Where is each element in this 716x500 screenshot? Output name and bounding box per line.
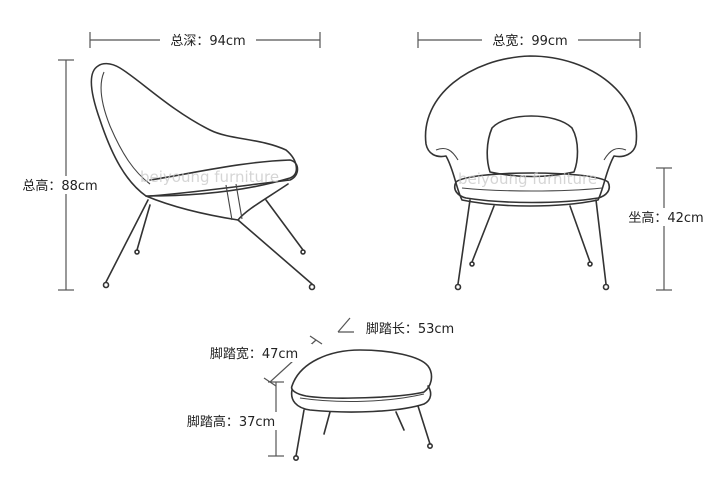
footrest-length-dimension: 脚踏长：53cm [337,317,466,337]
chair-front-view [424,55,638,291]
total-height-dimension: 总高：88cm [8,59,112,291]
watermark-left: beiyoung furniture [140,168,279,186]
total-depth-dimension: 总深：94cm [89,31,321,49]
chair-side-view [90,62,316,291]
watermark-right: beiyoung furniture [458,170,597,188]
total-width-label: 总宽：99cm [492,33,567,49]
footrest-drawing [290,349,433,461]
total-depth-label: 总深：94cm [170,34,245,49]
seat-height-label: 坐高：42cm [628,210,703,226]
footrest-width-label: 脚踏宽：47cm [210,346,298,362]
seat-height-dimension: 坐高：42cm [622,167,714,291]
footrest-height-dimension: 脚踏高：37cm [172,381,290,457]
total-width-dimension: 总宽：99cm [417,31,641,49]
footrest-length-label: 脚踏长：53cm [366,321,454,337]
footrest-height-label: 脚踏高：37cm [187,414,275,430]
footrest-width-dimension: 脚踏宽：47cm [196,335,323,387]
total-height-label: 总高：88cm [22,178,97,194]
